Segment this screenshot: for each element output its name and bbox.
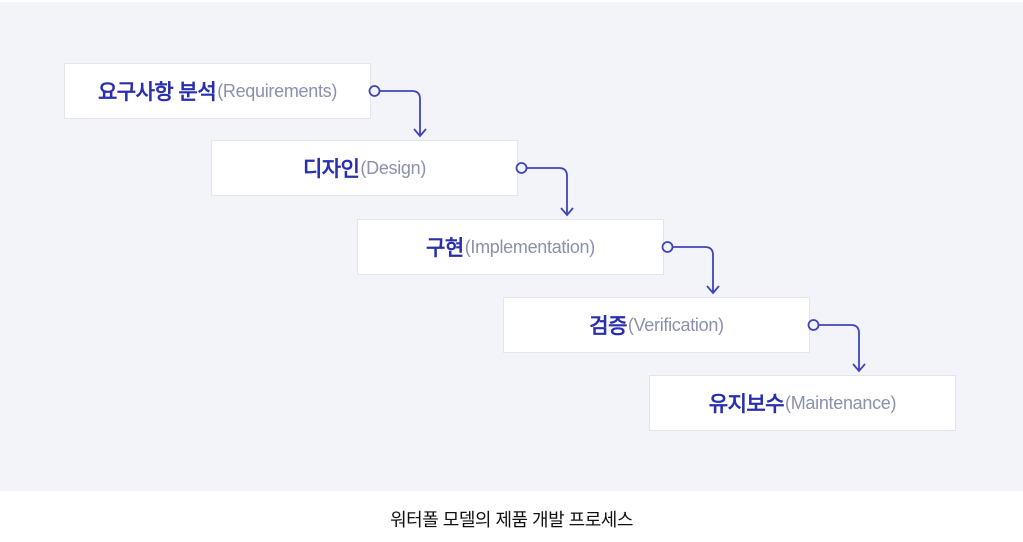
arrow-down-icon [413,128,427,138]
connector-line [818,324,860,371]
connector-verification-to-maintenance [807,319,866,373]
step-label-korean: 요구사항 분석 [97,81,217,104]
connector-start-dot [515,162,528,174]
connector-start-dot [807,319,820,331]
connector-start-dot [661,241,674,253]
step-box-verification: 검증(Verification) [503,297,810,353]
step-box-implementation: 구현(Implementation) [357,219,664,275]
diagram-caption: 워터폴 모델의 제품 개발 프로세스 [390,510,633,530]
connector-line [379,90,421,136]
step-label-korean: 디자인 [302,158,360,181]
arrow-down-icon [706,285,720,295]
connector-start-dot [368,85,381,97]
connector-line [526,167,568,215]
step-label-english: (Maintenance) [785,392,897,413]
step-box-design: 디자인(Design) [211,140,518,196]
step-label-english: (Implementation) [464,236,596,257]
step-label-korean: 검증 [589,315,627,338]
connector-requirements-to-design [368,85,427,138]
arrow-down-icon [560,207,574,217]
connector-design-to-implementation [515,162,574,217]
step-label-english: (Requirements) [217,80,338,101]
connector-line [672,246,714,293]
arrow-down-icon [852,363,866,373]
step-box-maintenance: 유지보수(Maintenance) [649,375,956,431]
step-label-english: (Design) [360,157,427,178]
step-label-korean: 구현 [426,237,464,260]
step-box-requirements: 요구사항 분석(Requirements) [64,63,371,119]
connector-implementation-to-verification [661,241,720,295]
step-label-english: (Verification) [627,314,724,335]
step-label-korean: 유지보수 [708,393,785,416]
